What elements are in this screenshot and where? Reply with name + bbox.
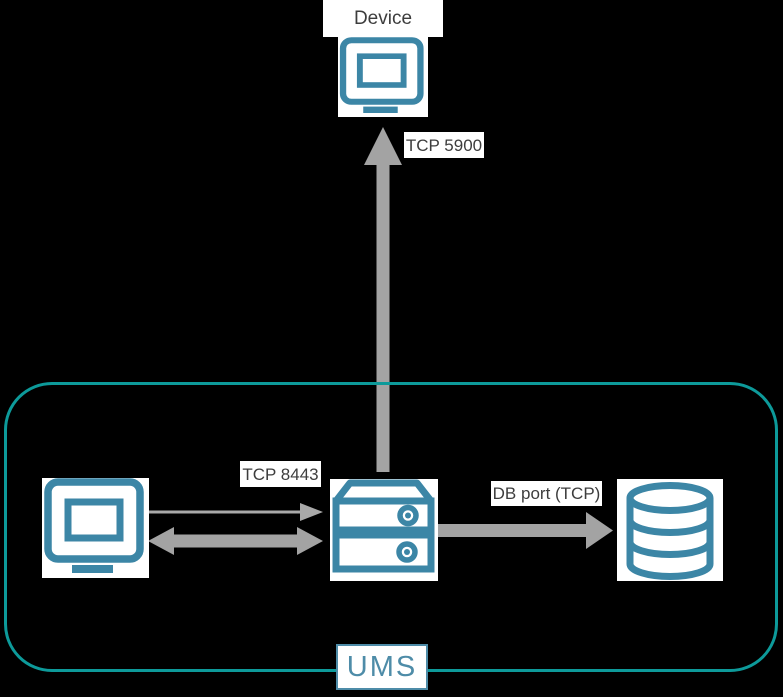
admin-console-node xyxy=(42,478,149,578)
thin-right-arrow-icon xyxy=(148,503,323,521)
device-label: Device xyxy=(323,0,443,37)
ums-caption-text: UMS xyxy=(346,650,418,683)
server-icon xyxy=(332,479,435,573)
arrow-up-icon xyxy=(364,127,402,472)
tcp-8443-label: TCP 8443 xyxy=(240,461,321,487)
ums-caption: UMS xyxy=(336,644,428,690)
ums-server-node xyxy=(330,479,438,581)
monitor-icon xyxy=(339,37,424,113)
thick-right-arrow-icon xyxy=(438,512,613,549)
device-node xyxy=(338,37,428,117)
database-node xyxy=(617,479,723,581)
double-headed-arrow-icon xyxy=(148,527,323,555)
database-icon xyxy=(626,482,714,580)
db-port-label: DB port (TCP) xyxy=(491,481,602,506)
monitor-icon xyxy=(44,478,144,573)
tcp-5900-label: TCP 5900 xyxy=(404,132,484,158)
